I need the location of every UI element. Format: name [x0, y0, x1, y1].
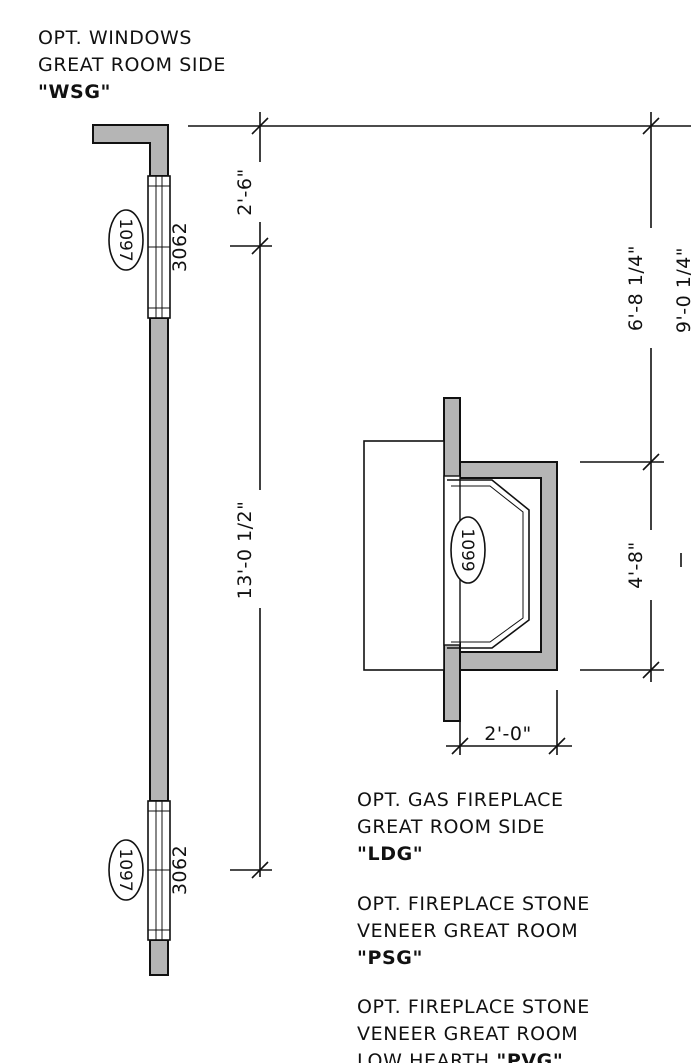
- dim-top-window-offset: 2'-6": [234, 168, 256, 216]
- stone-veneer-note-line1: OPT. FIREPLACE STONE: [357, 893, 590, 915]
- dimension-chain-right: 6'-8 1/4" 4'-8" 9'-0 1/4": [580, 112, 691, 682]
- fireplace-note-line2: GREAT ROOM SIDE: [357, 816, 545, 838]
- window-bottom-detail-tag: 1097: [115, 848, 135, 891]
- stone-veneer-low-note: OPT. FIREPLACE STONE VENEER GREAT ROOM L…: [357, 996, 590, 1063]
- window-bottom-detail-bubble: [108, 839, 144, 901]
- window-top: [147, 175, 171, 319]
- wall-segment-middle: [149, 317, 169, 802]
- dim-fireplace-offset: 6'-8 1/4": [625, 245, 647, 331]
- windows-note: OPT. WINDOWS GREAT ROOM SIDE "WSG": [38, 27, 226, 103]
- stone-veneer-note: OPT. FIREPLACE STONE VENEER GREAT ROOM "…: [357, 893, 590, 969]
- windows-note-line1: OPT. WINDOWS: [38, 27, 192, 49]
- dimension-fireplace-depth: 2'-0": [446, 690, 572, 755]
- fireplace-enclosure: [459, 461, 558, 671]
- fireplace-wall-lower: [443, 642, 461, 722]
- window-top-tags: 1097 3062: [108, 209, 191, 272]
- stone-veneer-note-code: "PSG": [357, 947, 423, 969]
- dim-window-spacing: 13'-0 1/2": [234, 501, 256, 600]
- stone-veneer-low-note-line2: VENEER GREAT ROOM: [357, 1023, 578, 1045]
- window-bottom-size-tag: 3062: [169, 845, 191, 895]
- window-top-detail-bubble: [108, 209, 144, 271]
- windows-note-line2: GREAT ROOM SIDE: [38, 54, 226, 76]
- firebox-outline: [447, 479, 530, 649]
- dim-fireplace-width: 4'-8": [625, 541, 647, 589]
- fireplace-wall-upper: [443, 397, 461, 479]
- window-bottom-tags: 1097 3062: [108, 839, 191, 901]
- windows-note-code: "WSG": [38, 81, 111, 103]
- fireplace-note: OPT. GAS FIREPLACE GREAT ROOM SIDE "LDG": [357, 789, 564, 865]
- window-top-size-tag: 3062: [169, 222, 191, 272]
- window-bottom: [147, 800, 171, 941]
- wall-segment-bottom: [149, 939, 169, 976]
- wall-corner-top: [92, 124, 169, 177]
- dim-overall-right: 9'-0 1/4": [673, 247, 691, 333]
- stone-veneer-low-note-text: LOW HEARTH: [357, 1050, 496, 1063]
- fireplace: 1099: [363, 397, 558, 722]
- firebox-inner: [451, 485, 524, 643]
- stone-veneer-low-note-line3: LOW HEARTH "PVG": [357, 1050, 563, 1063]
- fireplace-note-line1: OPT. GAS FIREPLACE: [357, 789, 564, 811]
- window-top-detail-tag: 1097: [115, 218, 135, 261]
- stone-veneer-low-note-code: "PVG": [496, 1050, 563, 1063]
- dimension-chain-left: 2'-6" 13'-0 1/2": [188, 112, 691, 879]
- fireplace-detail-tag: 1099: [457, 528, 477, 571]
- hearth-outline: [363, 440, 445, 671]
- dim-fireplace-depth: 2'-0": [484, 723, 532, 745]
- stone-veneer-low-note-line1: OPT. FIREPLACE STONE: [357, 996, 590, 1018]
- fireplace-detail-bubble: [450, 516, 486, 584]
- fireplace-note-code: "LDG": [357, 843, 423, 865]
- stone-veneer-note-line2: VENEER GREAT ROOM: [357, 920, 578, 942]
